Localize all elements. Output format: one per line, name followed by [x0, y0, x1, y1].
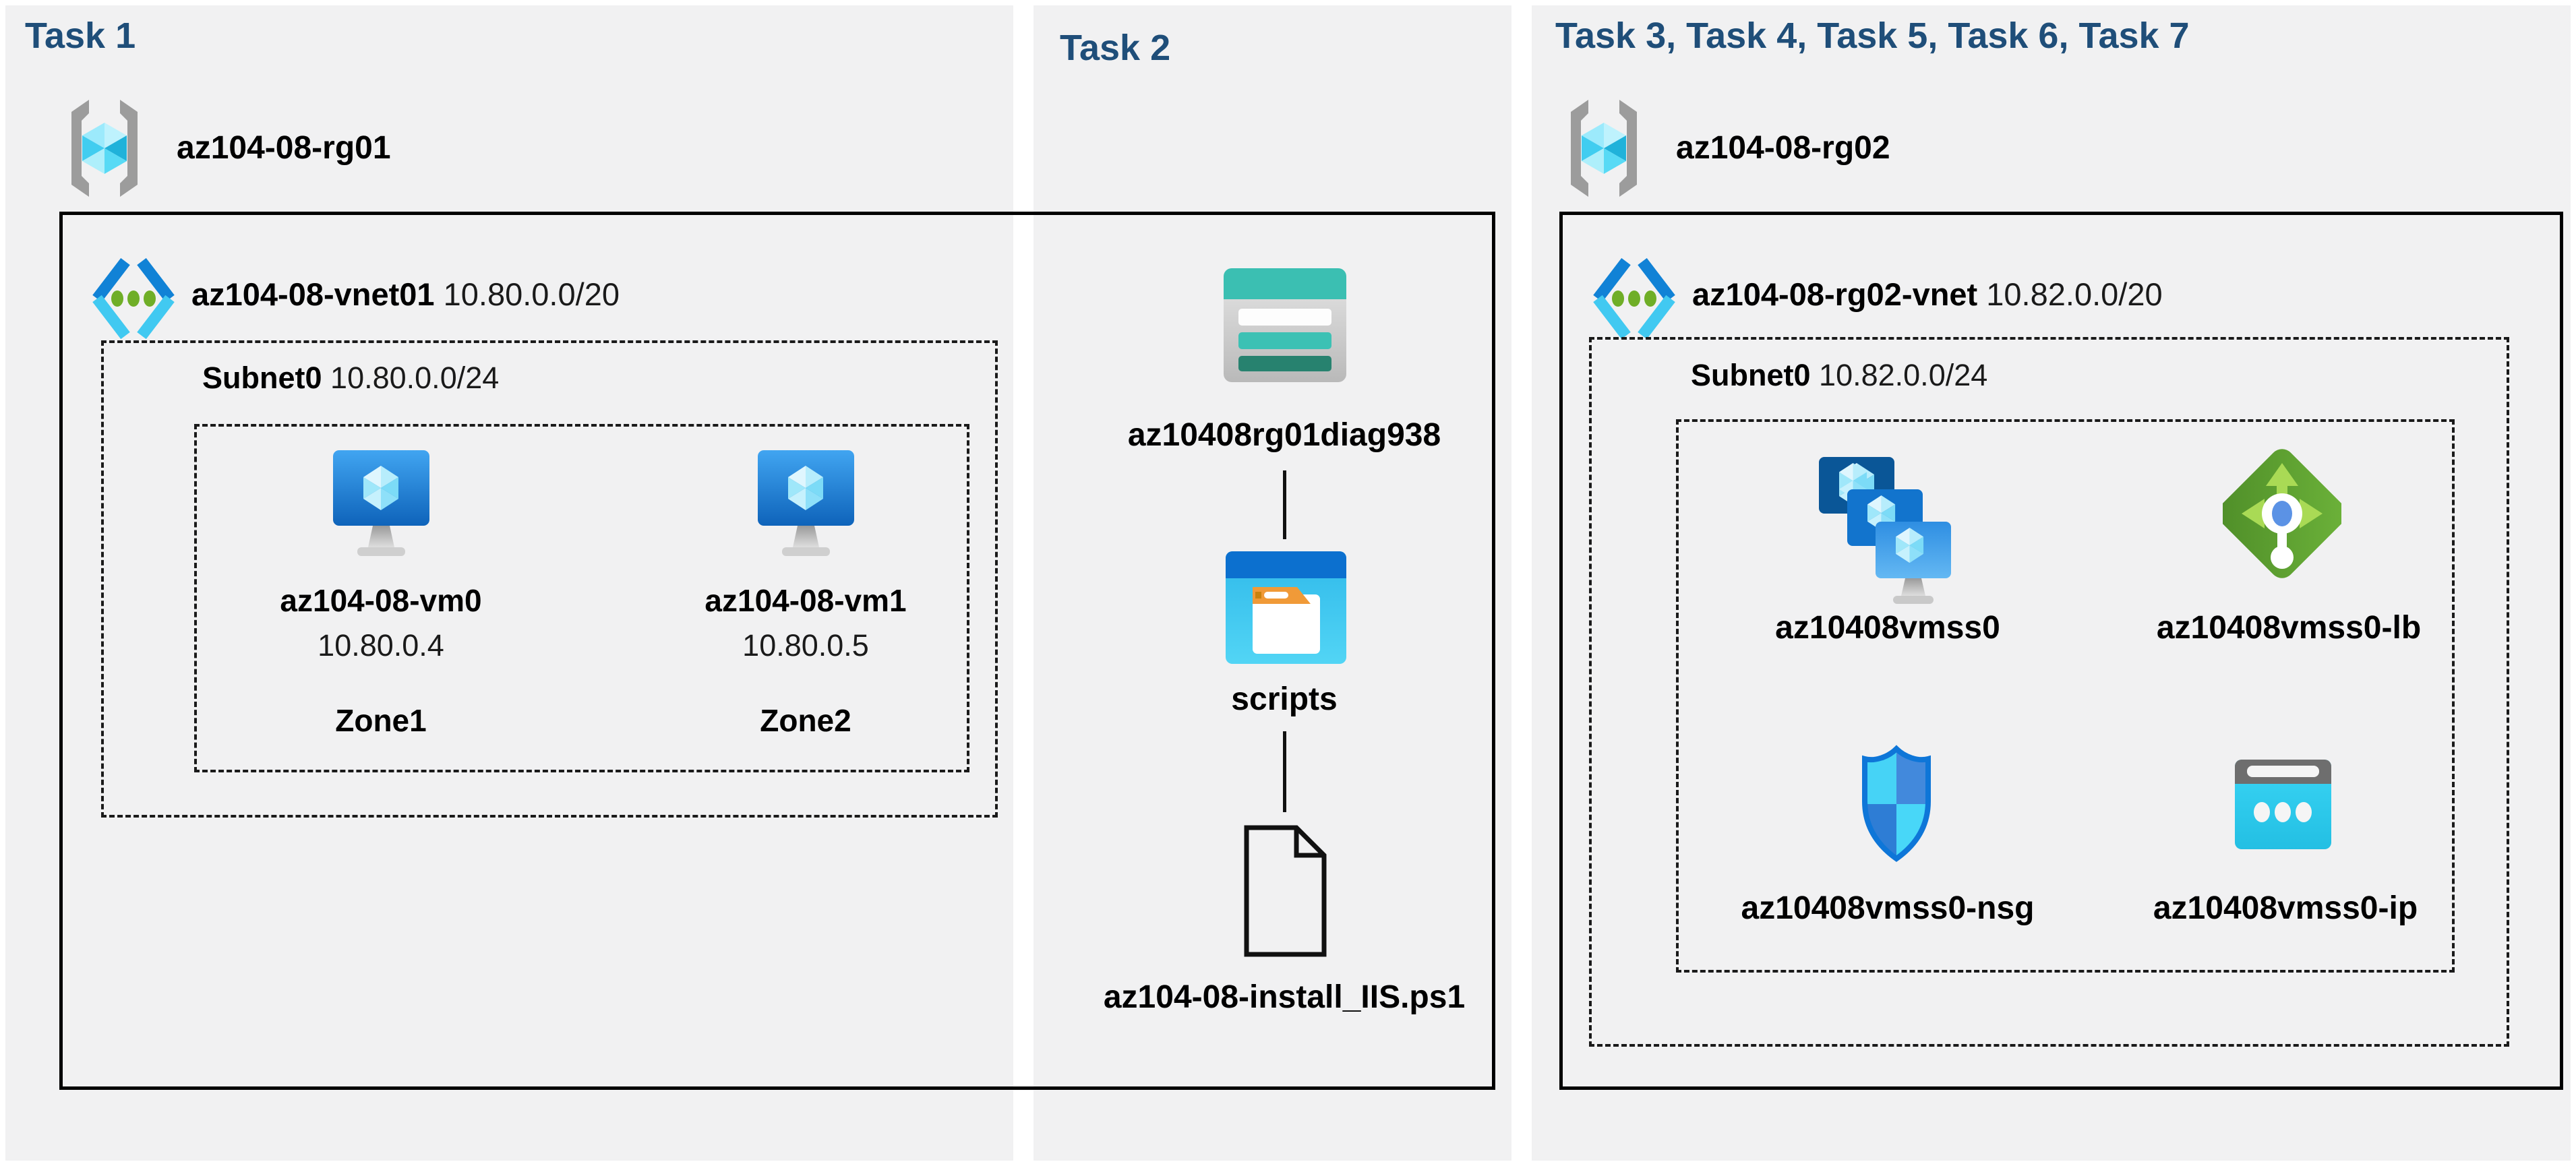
- vnet2-name: az104-08-rg02-vnet: [1692, 276, 1978, 312]
- subnet2-boundary: [1589, 337, 2509, 1047]
- resource-group-icon: [59, 98, 150, 198]
- subnet1-cidr: 10.80.0.0/24: [330, 361, 500, 395]
- nsg-name: az10408vmss0-nsg: [1741, 890, 2035, 926]
- public-ip-icon: [2235, 760, 2331, 849]
- vnet2-boundary: [1559, 212, 2563, 1090]
- subnet1-name: Subnet0: [202, 361, 322, 395]
- subnet1-label: Subnet0 10.80.0.0/24: [202, 363, 499, 393]
- virtual-machine-icon: [758, 450, 854, 556]
- connector-scripts-file: [1283, 731, 1286, 812]
- subnet2-label: Subnet0 10.82.0.0/24: [1691, 360, 1987, 390]
- load-balancer-icon: [2223, 443, 2341, 584]
- resource-group2-name: az104-08-rg02: [1676, 130, 1890, 166]
- virtual-machine-icon: [333, 450, 429, 556]
- subnet2-cidr: 10.82.0.0/24: [1819, 358, 1988, 392]
- task3-panel: [1532, 5, 2571, 1161]
- vnet1-label: az104-08-vnet01 10.80.0.0/20: [191, 278, 620, 310]
- vm1-ip: 10.80.0.5: [742, 628, 869, 663]
- task1-title: Task 1: [25, 16, 136, 56]
- storage-account-icon: [1224, 268, 1346, 382]
- blob-container-icon: [1226, 551, 1346, 664]
- task1-panel: [5, 5, 1013, 1161]
- vmss-group-boundary: [1676, 419, 2455, 973]
- vm1-name: az104-08-vm1: [705, 583, 907, 618]
- virtual-network-icon: [90, 256, 177, 341]
- zone-boundary: [194, 424, 969, 772]
- subnet1-boundary: [101, 340, 998, 818]
- load-balancer-name: az10408vmss0-lb: [2156, 610, 2422, 646]
- subnet2-name: Subnet0: [1691, 358, 1811, 392]
- storage-account-name: az10408rg01diag938: [1127, 417, 1441, 453]
- vnet2-cidr: 10.82.0.0/20: [1986, 276, 2163, 312]
- vm0-ip: 10.80.0.4: [318, 628, 444, 663]
- task2-title: Task 2: [1060, 28, 1171, 68]
- resource-group-icon: [1559, 98, 1649, 198]
- vmss-name: az10408vmss0: [1775, 610, 2000, 646]
- vm0-zone: Zone1: [335, 703, 427, 738]
- file-icon: [1244, 825, 1327, 957]
- vnet2-label: az104-08-rg02-vnet 10.82.0.0/20: [1692, 278, 2163, 310]
- vnet1-name: az104-08-vnet01: [191, 276, 435, 312]
- public-ip-name: az10408vmss0-ip: [2153, 890, 2418, 926]
- container-name: scripts: [1231, 681, 1338, 717]
- task3-title: Task 3, Task 4, Task 5, Task 6, Task 7: [1555, 16, 2190, 56]
- vm0-name: az104-08-vm0: [280, 583, 482, 618]
- resource-group-name: az104-08-rg01: [177, 130, 391, 166]
- vm-scale-set-icon: [1819, 457, 1951, 605]
- connector-storage-scripts: [1283, 470, 1286, 539]
- nsg-shield-icon: [1856, 745, 1937, 863]
- vnet1-boundary: [59, 212, 1495, 1090]
- vnet1-cidr: 10.80.0.0/20: [443, 276, 620, 312]
- vm1-zone: Zone2: [760, 703, 851, 738]
- virtual-network-icon: [1591, 256, 1677, 341]
- script-file-name: az104-08-install_IIS.ps1: [1103, 979, 1466, 1015]
